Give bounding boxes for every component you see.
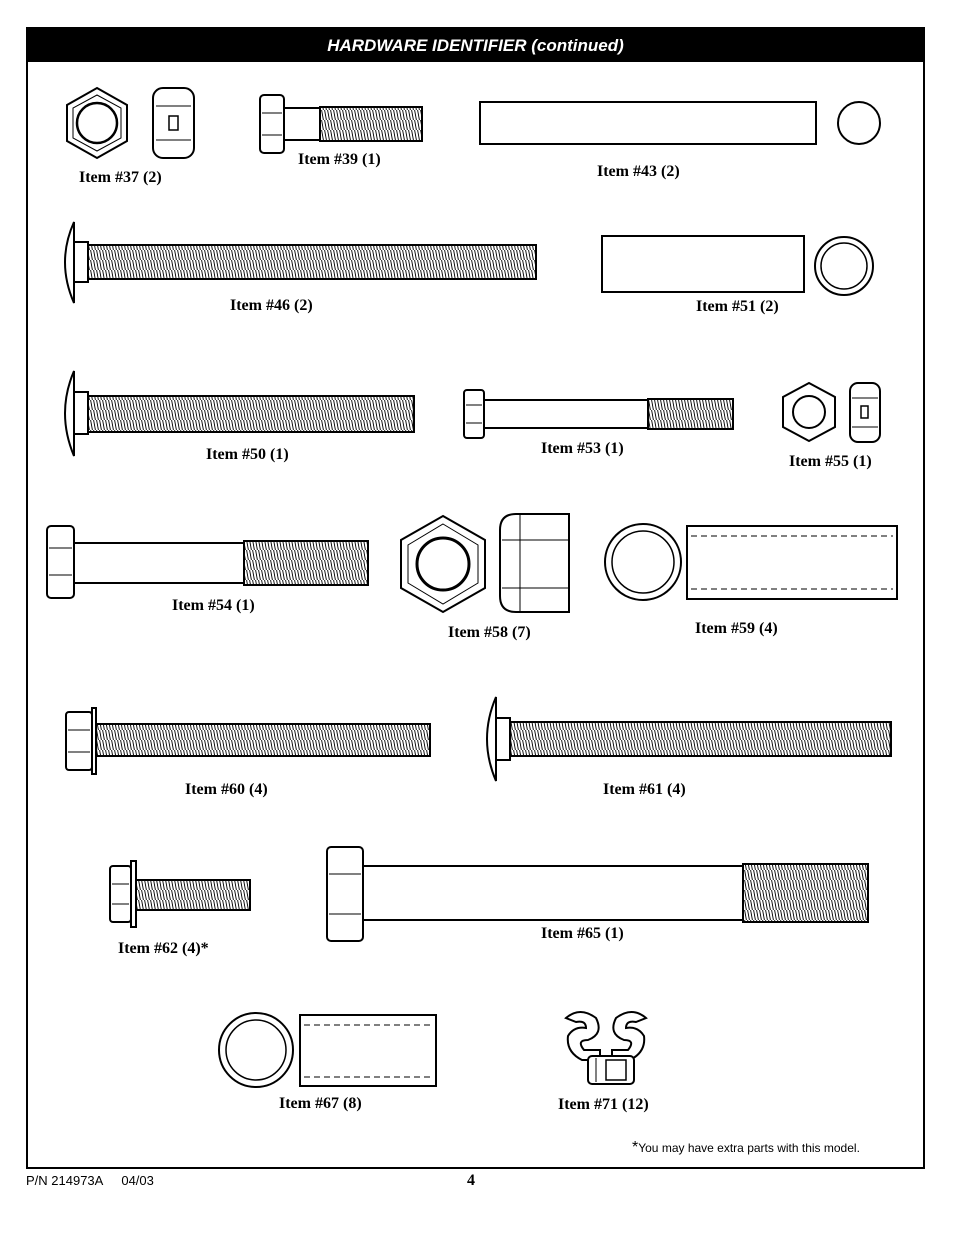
footnote-text: You may have extra parts with this model… (638, 1141, 860, 1155)
item-label: Item #46 (2) (230, 297, 313, 314)
item-label: Item #53 (1) (541, 440, 624, 457)
item-58-nut-icon (400, 513, 570, 614)
item-label: Item #50 (1) (206, 446, 289, 463)
item-53-bolt-icon (463, 389, 734, 439)
item-65-bolt-icon (326, 846, 869, 942)
item-55-nut-icon (782, 381, 881, 443)
item-label: Item #67 (8) (279, 1095, 362, 1112)
item-label: Item #54 (1) (172, 597, 255, 614)
item-37-nut-icon (66, 86, 195, 160)
item-51-spacer-icon (601, 235, 874, 296)
part-number: P/N 214973A 04/03 (26, 1173, 154, 1188)
item-67-spacer-icon (218, 1012, 437, 1088)
item-60-flange-bolt-icon (65, 707, 431, 775)
item-43-rod-icon (479, 101, 881, 145)
item-61-carriage-bolt-icon (486, 696, 892, 782)
item-label: Item #61 (4) (603, 781, 686, 798)
item-label: Item #60 (4) (185, 781, 268, 798)
item-label: Item #59 (4) (695, 620, 778, 637)
item-label: Item #51 (2) (696, 298, 779, 315)
item-label: Item #39 (1) (298, 151, 381, 168)
footnote: *You may have extra parts with this mode… (632, 1139, 860, 1157)
item-label: Item #55 (1) (789, 453, 872, 470)
footnote-star: * (632, 1139, 639, 1156)
item-label: Item #65 (1) (541, 925, 624, 942)
item-label: Item #58 (7) (448, 624, 531, 641)
item-39-bolt-icon (259, 94, 423, 154)
page-title: HARDWARE IDENTIFIER (continued) (28, 29, 923, 62)
page-number: 4 (467, 1172, 475, 1189)
item-54-bolt-icon (46, 525, 369, 599)
item-46-carriage-bolt-icon (64, 221, 537, 304)
revision-date: 04/03 (121, 1173, 154, 1188)
item-label: Item #37 (2) (79, 169, 162, 186)
item-label: Item #43 (2) (597, 163, 680, 180)
item-label: Item #62 (4)* (118, 940, 209, 957)
item-62-flange-bolt-icon (109, 860, 251, 928)
item-59-spacer-icon (604, 523, 898, 601)
part-number-text: P/N 214973A (26, 1173, 104, 1188)
item-label: Item #71 (12) (558, 1096, 649, 1113)
item-71-clip-icon (564, 1011, 648, 1085)
item-50-carriage-bolt-icon (64, 370, 415, 457)
hardware-identifier-panel: HARDWARE IDENTIFIER (continued) (26, 27, 925, 1169)
